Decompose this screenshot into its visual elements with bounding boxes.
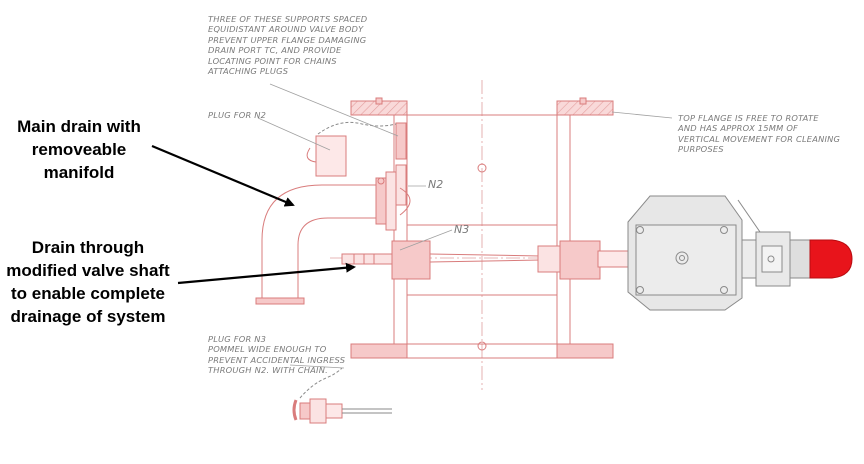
note-line: EQUIDISTANT AROUND VALVE BODY xyxy=(208,24,364,35)
note-line: PLUG FOR N2 xyxy=(208,110,267,120)
note-line: VERTICAL MOVEMENT FOR CLEANING xyxy=(678,133,841,144)
note-top-flange: TOP FLANGE IS FREE TO ROTATE AND HAS APP… xyxy=(678,113,840,155)
note-plug-n2: PLUG FOR N2 xyxy=(208,110,266,120)
note-line: PREVENT UPPER FLANGE DAMAGING xyxy=(208,34,367,45)
note-line: LOCATING POINT FOR CHAINS xyxy=(208,55,337,66)
valve-shaft xyxy=(341,240,633,280)
plug-n2 xyxy=(306,121,397,177)
indicator-knob xyxy=(809,239,853,279)
note-line: PURPOSES xyxy=(678,144,724,155)
callout-main-drain-line: Main drain with xyxy=(17,117,141,136)
tag-n2: N2 xyxy=(428,178,444,191)
callout-main-drain: Main drain with removeable manifold xyxy=(0,115,158,184)
callout-main-drain-line: manifold xyxy=(43,163,115,182)
callout-shaft-drain-line: drainage of system xyxy=(10,307,166,326)
note-line: TOP FLANGE IS FREE TO ROTATE xyxy=(678,113,819,123)
bottom-flange-right xyxy=(556,343,614,359)
bottom-flange-left xyxy=(350,343,408,359)
callout-arrows xyxy=(151,144,356,285)
callout-shaft-drain-line: Drain through xyxy=(31,238,145,257)
note-line: DRAIN PORT TC, AND PROVIDE xyxy=(208,45,342,56)
callout-shaft-drain: Drain through modified valve shaft to en… xyxy=(0,236,176,328)
arrow-shaft-drain xyxy=(177,262,356,285)
valve-body xyxy=(350,97,614,359)
note-line: THREE OF THESE SUPPORTS SPACED xyxy=(208,14,368,24)
note-line: ATTACHING PLUGS xyxy=(208,66,289,77)
note-line: PREVENT ACCIDENTAL INGRESS xyxy=(208,354,346,365)
note-line: PLUG FOR N3 xyxy=(208,334,267,344)
note-line: THROUGH N2. WITH CHAIN. xyxy=(208,365,328,376)
callout-shaft-drain-line: to enable complete xyxy=(11,284,165,303)
note-line: AND HAS APPROX 15MM OF xyxy=(678,123,799,134)
arrow-main-drain xyxy=(151,144,295,207)
drain-elbow xyxy=(255,171,411,305)
plug-n3 xyxy=(292,367,392,424)
tag-n3: N3 xyxy=(454,223,470,236)
actuator xyxy=(627,195,811,311)
note-supports: THREE OF THESE SUPPORTS SPACED EQUIDISTA… xyxy=(208,14,367,76)
callout-main-drain-line: removeable xyxy=(31,140,127,159)
callout-shaft-drain-line: modified valve shaft xyxy=(6,261,170,280)
leader-lines xyxy=(257,83,673,369)
note-plug-n3: PLUG FOR N3 POMMEL WIDE ENOUGH TO PREVEN… xyxy=(208,334,345,376)
support-left xyxy=(395,122,407,160)
note-line: POMMEL WIDE ENOUGH TO xyxy=(208,344,327,355)
